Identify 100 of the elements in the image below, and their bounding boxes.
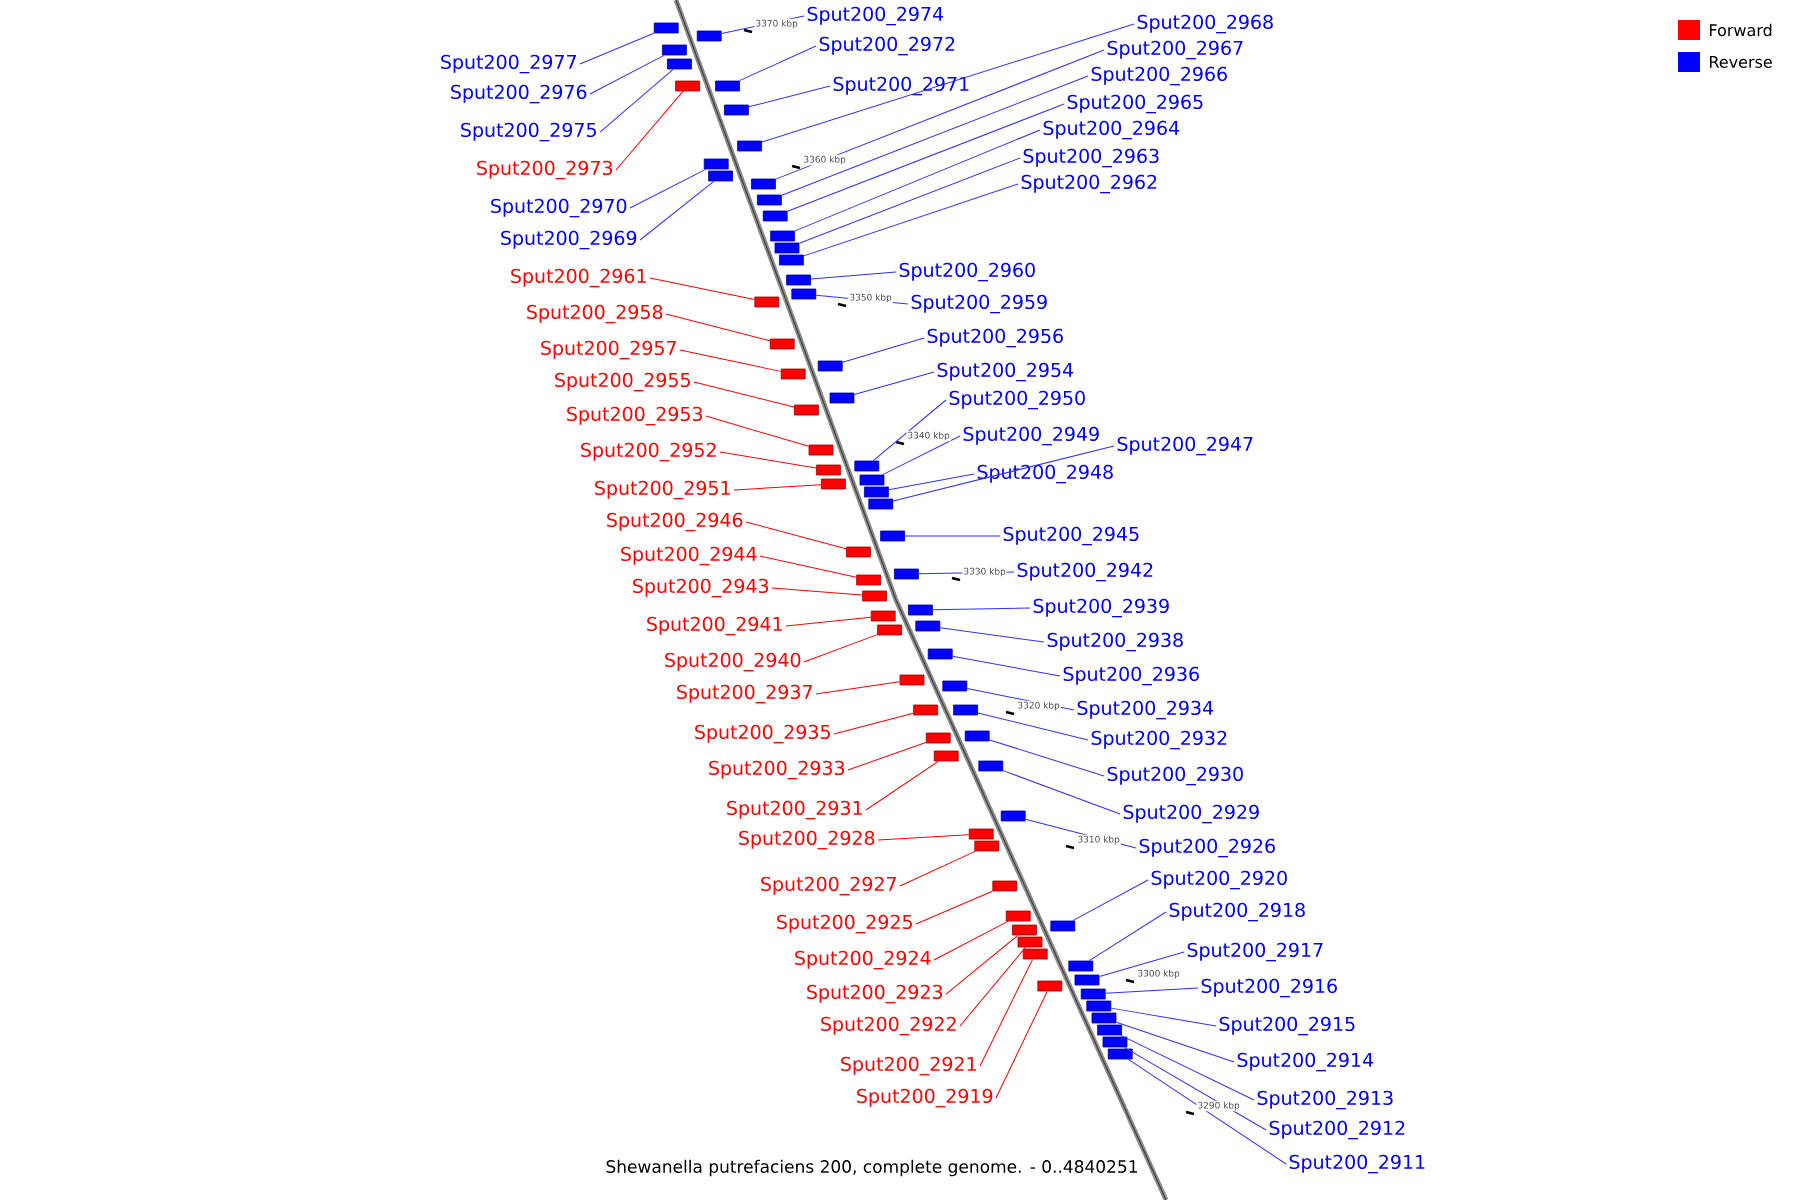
leader-line: [853, 371, 935, 395]
leader-line: [748, 85, 831, 108]
leader-line: [589, 54, 665, 95]
gene-label: Sput200_2942: [1017, 562, 1153, 582]
gene-block: [1000, 810, 1026, 822]
gene-label: Sput200_2921: [841, 1056, 976, 1076]
gene-block: [817, 360, 843, 372]
gene-block: [894, 568, 919, 580]
leader-line: [815, 294, 909, 305]
leader-line: [877, 834, 970, 841]
gene-label: Sput200_2964: [1043, 120, 1180, 140]
gene-label: Sput200_2968: [1137, 14, 1273, 34]
gene-label: Sput200_2970: [491, 198, 627, 218]
gene-label: Sput200_2936: [1063, 666, 1199, 686]
gene-block: [968, 828, 994, 840]
leader-line: [1110, 1007, 1217, 1027]
leader-line: [1002, 770, 1121, 815]
gene-label: Sput200_2961: [511, 268, 646, 288]
leader-line: [679, 349, 782, 372]
leader-line: [639, 180, 715, 241]
gene-label: Sput200_2956: [927, 328, 1063, 348]
gene-block: [715, 80, 740, 92]
leader-line: [899, 850, 976, 887]
leader-line: [915, 890, 993, 925]
gene-block: [913, 704, 938, 716]
leader-line: [719, 451, 817, 469]
gene-block: [1012, 924, 1037, 936]
gene-block: [953, 704, 978, 716]
leader-line: [1105, 987, 1199, 994]
gene-label: Sput200_2940: [665, 652, 801, 672]
legend-label: Reverse: [1710, 56, 1772, 68]
gene-block: [703, 158, 729, 170]
gene-label: Sput200_2931: [727, 800, 862, 820]
gene-block: [757, 194, 782, 206]
leader-line: [842, 337, 925, 363]
gene-label: Sput200_2977: [441, 54, 576, 74]
leader-line: [1088, 911, 1167, 962]
gene-block: [653, 22, 679, 34]
gene-block: [915, 620, 941, 632]
leader-line: [705, 415, 810, 447]
gene-block: [992, 880, 1018, 892]
legend-label: Forward: [1710, 23, 1772, 37]
gene-block: [846, 546, 871, 558]
gene-label: Sput200_2935: [695, 724, 830, 744]
gene-label: Sput200_2953: [567, 406, 703, 426]
gene-block: [821, 478, 846, 490]
leader-line: [989, 739, 1105, 777]
gene-block: [724, 104, 749, 116]
gene-label: Sput200_2943: [633, 578, 769, 598]
gene-block: [1080, 988, 1106, 1000]
gene-label: Sput200_2959: [911, 294, 1047, 314]
gene-label: Sput200_2962: [1021, 174, 1157, 194]
gene-block: [808, 444, 834, 456]
gene-block: [1097, 1024, 1122, 1036]
gene-block: [859, 474, 885, 486]
leader-line: [979, 958, 1034, 1067]
leader-line: [1025, 818, 1137, 849]
gene-label: Sput200_2941: [647, 616, 782, 636]
gene-label: Sput200_2920: [1151, 870, 1287, 890]
leader-line: [933, 920, 1009, 961]
gene-label: Sput200_2957: [541, 340, 676, 360]
gene-label: Sput200_2975: [461, 122, 596, 142]
gene-label: Sput200_2928: [739, 830, 875, 850]
gene-label: Sput200_2918: [1169, 902, 1305, 922]
leader-line: [945, 934, 1019, 995]
gene-label: Sput200_2937: [677, 684, 812, 704]
gene-label: Sput200_2969: [501, 230, 637, 250]
gene-label: Sput200_2927: [761, 876, 896, 896]
leader-line: [693, 381, 795, 408]
leader-line: [803, 634, 878, 663]
leader-line: [1098, 951, 1185, 977]
gene-label: Sput200_2938: [1047, 632, 1183, 652]
gene-block: [675, 80, 700, 92]
gene-label: Sput200_2919: [857, 1088, 993, 1108]
gene-block: [1068, 960, 1094, 972]
leader-line: [785, 616, 872, 627]
gene-block: [978, 760, 1004, 772]
leader-line: [865, 760, 939, 811]
gene-label: Sput200_2911: [1289, 1154, 1425, 1174]
gene-block: [974, 840, 1000, 852]
leader-line: [759, 555, 857, 578]
gene-block: [925, 732, 951, 744]
gene-label: Sput200_2932: [1091, 730, 1227, 750]
gene-block: [667, 58, 692, 70]
gene-block: [854, 460, 880, 472]
leader-line: [599, 68, 674, 133]
gene-label: Sput200_2967: [1107, 40, 1243, 60]
gene-block: [1022, 948, 1048, 960]
leader-line: [810, 271, 897, 280]
leader-line: [977, 712, 1089, 741]
gene-label: Sput200_2947: [1117, 436, 1253, 456]
leader-line: [847, 741, 927, 771]
gene-block: [1037, 980, 1063, 992]
gene-label: Sput200_2915: [1219, 1016, 1355, 1036]
gene-block: [880, 530, 905, 542]
gene-block: [1107, 1048, 1133, 1060]
leader-line: [1072, 879, 1149, 922]
gene-label: Sput200_2913: [1257, 1090, 1393, 1110]
gene-label: Sput200_2930: [1107, 766, 1243, 786]
gene-block: [856, 574, 881, 586]
